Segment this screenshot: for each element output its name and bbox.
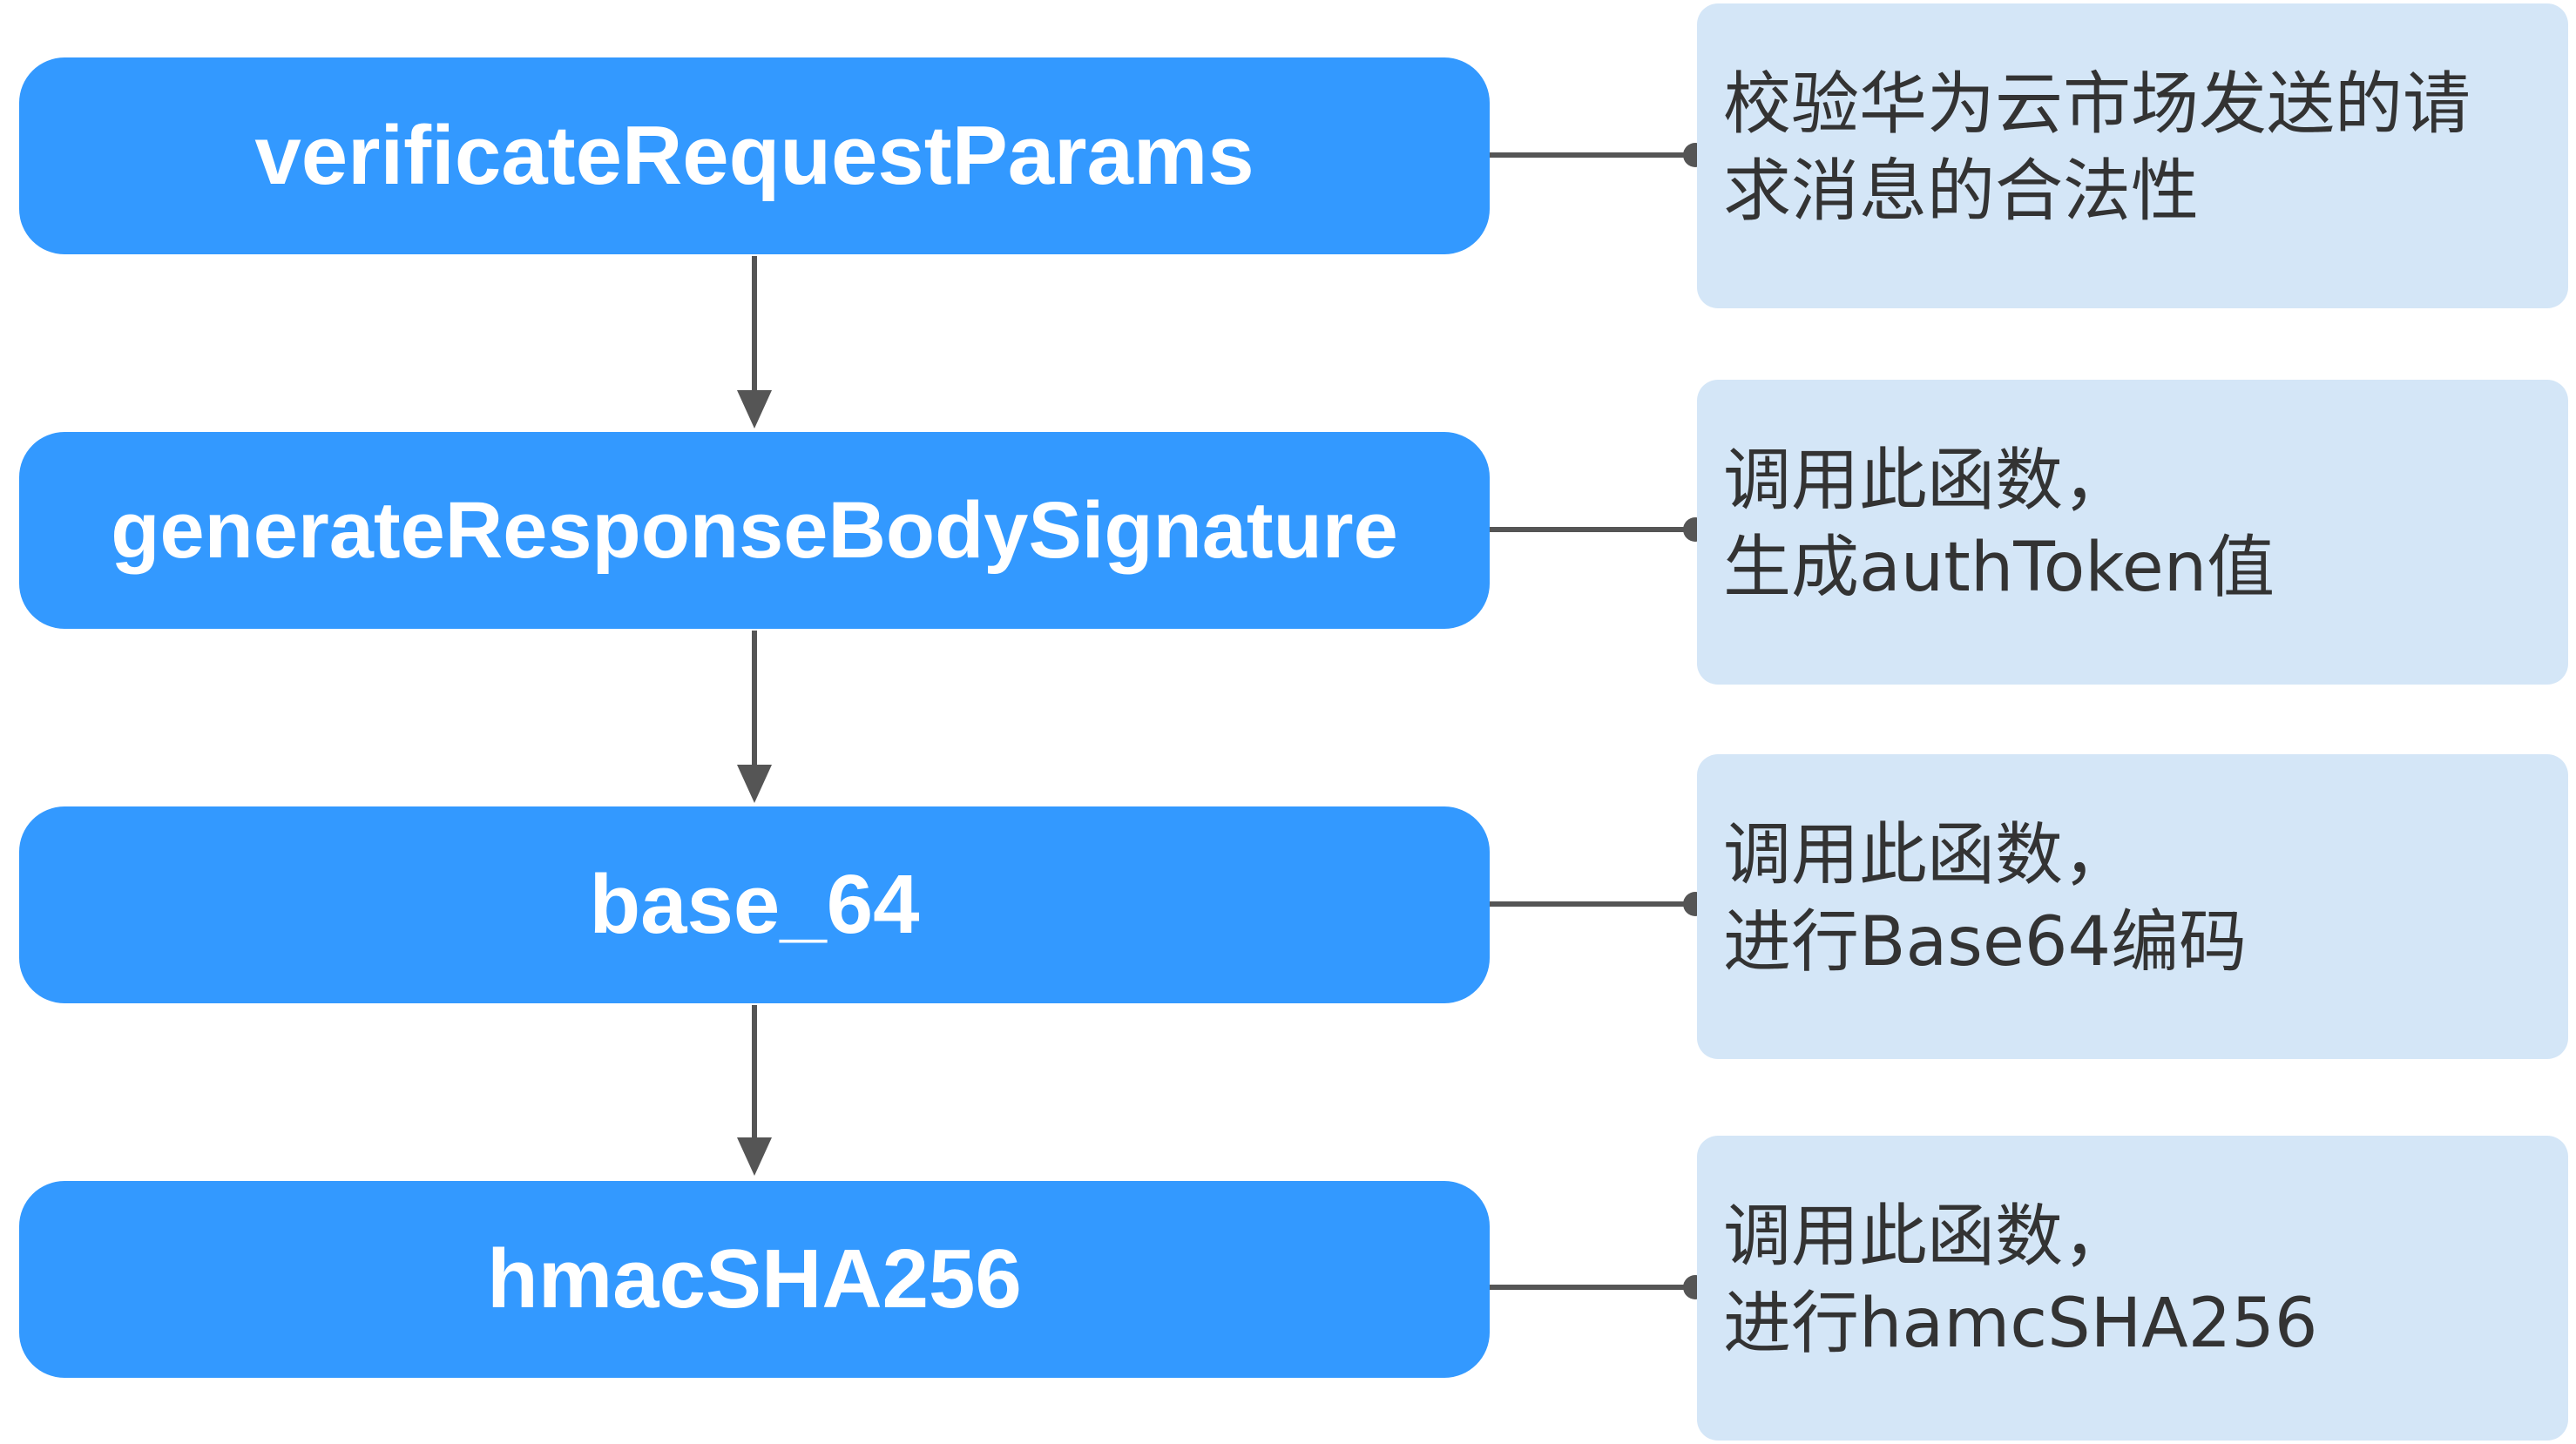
- function-box-hmac-sha256: hmacSHA256: [19, 1181, 1490, 1378]
- function-box-verificate-request-params: verificateRequestParams: [19, 57, 1490, 254]
- function-name: base_64: [589, 858, 920, 951]
- note-line: 进行hamcSHA256: [1723, 1285, 2318, 1363]
- note-line: 调用此函数，: [1723, 816, 2132, 894]
- note-connector-3: [1490, 892, 1707, 916]
- flow-arrow-3: [737, 1005, 772, 1176]
- flow-arrow-1: [737, 256, 772, 428]
- function-box-base-64: base_64: [19, 806, 1490, 1003]
- note-line: 调用此函数，: [1723, 1198, 2132, 1276]
- note-line: 调用此函数，: [1723, 442, 2132, 520]
- function-name: hmacSHA256: [487, 1232, 1022, 1326]
- note-box-2: 调用此函数， 生成authToken值: [1697, 380, 2568, 685]
- note-line: 生成authToken值: [1723, 529, 2275, 607]
- note-connector-2: [1490, 517, 1707, 542]
- note-box-1: 校验华为云市场发送的请 求消息的合法性: [1697, 3, 2568, 308]
- function-name: verificateRequestParams: [254, 109, 1254, 202]
- note-line: 校验华为云市场发送的请: [1723, 65, 2471, 144]
- function-name: generateResponseBodySignature: [111, 485, 1398, 575]
- note-line: 求消息的合法性: [1723, 152, 2200, 231]
- flow-arrow-2: [737, 631, 772, 803]
- note-line: 进行Base64编码: [1723, 903, 2248, 982]
- note-connector-1: [1490, 143, 1707, 167]
- note-box-3: 调用此函数， 进行Base64编码: [1697, 754, 2568, 1059]
- function-box-generate-response-body-signature: generateResponseBodySignature: [19, 432, 1490, 629]
- note-box-4: 调用此函数， 进行hamcSHA256: [1697, 1136, 2568, 1441]
- note-connector-4: [1490, 1275, 1707, 1299]
